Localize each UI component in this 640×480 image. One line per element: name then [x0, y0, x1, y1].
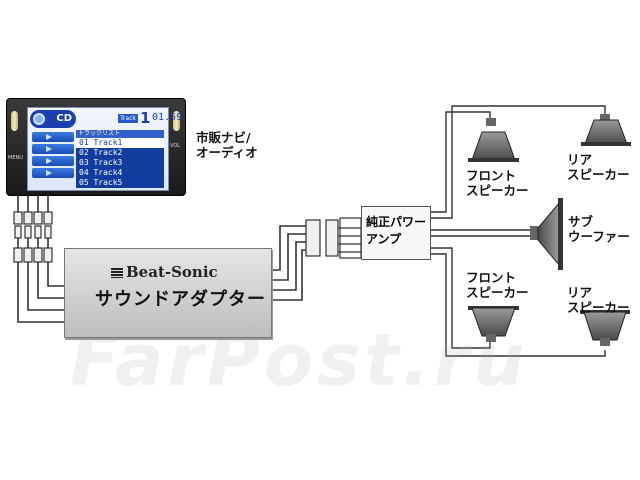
head-unit-knob-left	[11, 111, 18, 131]
rear-speaker-top-icon	[581, 114, 631, 146]
track-list-header: トラックリスト	[76, 130, 164, 138]
harness-connectors-top	[13, 211, 53, 239]
rear-speaker-bottom-label-line2: スピーカー	[567, 300, 630, 315]
head-unit-label-line2: オーディオ	[196, 145, 258, 160]
front-speaker-top-label-line2: スピーカー	[466, 183, 529, 198]
subwoofer-label-line1: サブ	[568, 214, 594, 229]
rear-speaker-bottom-label: リア スピーカー	[567, 285, 630, 315]
head-unit-knob-right	[173, 111, 180, 131]
track-item: 02 Track2	[79, 148, 123, 157]
head-unit-label: 市販ナビ/ オーディオ	[196, 130, 258, 160]
head-unit-screen: CD Track 1 01.59 トラックリスト 01 Track1 02 Tr…	[27, 107, 182, 191]
track-list: トラックリスト 01 Track1 02 Track2 03 Track3 04…	[76, 130, 164, 188]
amp-label-line2: アンプ	[366, 232, 402, 246]
front-speaker-bottom-icon	[468, 306, 519, 342]
menu-label: MENU	[8, 155, 23, 161]
rear-speaker-top-label: リア スピーカー	[567, 152, 630, 182]
amp-label: 純正パワー アンプ	[366, 214, 426, 248]
rear-speaker-bottom-label-line1: リア	[567, 285, 593, 300]
sound-adapter-box: Beat-Sonic サウンドアダプター	[64, 248, 272, 338]
head-unit: CD Track 1 01.59 トラックリスト 01 Track1 02 Tr…	[6, 98, 186, 196]
play-time: 01.59	[152, 112, 183, 123]
track-item: 05 Track5	[79, 178, 123, 187]
harness-connectors-bottom	[13, 247, 53, 263]
track-item: 03 Track3	[79, 158, 123, 167]
adapter-amp-connectors	[305, 217, 362, 259]
head-unit-label-line1: 市販ナビ/	[196, 130, 251, 145]
subwoofer-label: サブ ウーファー	[568, 214, 630, 244]
front-speaker-top-label-line1: フロント	[466, 168, 517, 183]
adapter-brand: Beat-Sonic	[126, 263, 218, 281]
subwoofer-icon	[530, 198, 563, 270]
screen-buttons	[32, 132, 74, 180]
head-unit-harness	[17, 194, 64, 323]
front-speaker-bottom-label-line1: フロント	[466, 270, 517, 285]
front-speaker-top-label: フロント スピーカー	[466, 168, 529, 198]
adapter-brand-logo: Beat-Sonic	[111, 263, 218, 281]
track-badge: Track	[118, 114, 138, 123]
stop-button	[32, 168, 74, 178]
play-button	[32, 132, 74, 142]
rear-speaker-top-label-line1: リア	[567, 152, 593, 167]
front-speaker-top-icon	[468, 118, 519, 162]
front-speaker-bottom-label: フロント スピーカー	[466, 270, 529, 300]
track-number: 1	[140, 109, 151, 127]
adapter-output-wires	[270, 225, 306, 301]
cd-logo: CD	[30, 110, 76, 128]
track-item: 01 Track1	[76, 138, 164, 148]
front-speaker-bottom-label-line2: スピーカー	[466, 285, 529, 300]
prev-button	[32, 156, 74, 166]
track-item: 04 Track4	[79, 168, 123, 177]
subwoofer-label-line2: ウーファー	[568, 229, 630, 244]
beat-sonic-waves-icon	[111, 268, 123, 278]
vol-label: VOL	[170, 143, 181, 149]
adapter-name: サウンドアダプター	[95, 289, 266, 310]
next-button	[32, 144, 74, 154]
factory-power-amp: 純正パワー アンプ	[361, 206, 431, 260]
amp-speaker-wires	[431, 105, 606, 357]
rear-speaker-top-label-line2: スピーカー	[567, 167, 630, 182]
rear-speaker-bottom-icon	[580, 310, 630, 346]
amp-label-line1: 純正パワー	[366, 215, 427, 229]
